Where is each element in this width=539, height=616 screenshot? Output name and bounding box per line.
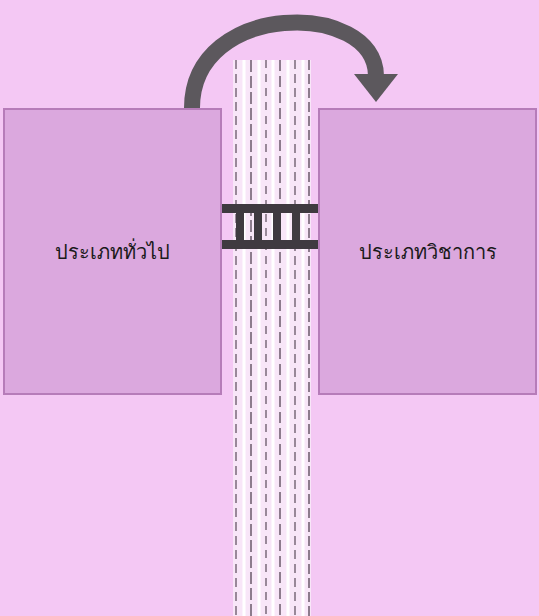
box-label: ประเภทวิชาการ <box>349 238 507 266</box>
curved-arrow <box>192 22 398 108</box>
vertical-stripes <box>233 60 311 616</box>
category-box: ประเภทวิชาการ <box>318 108 537 395</box>
category-box: ประเภททั่วไป <box>3 108 222 395</box>
box-label: ประเภททั่วไป <box>45 238 180 266</box>
bridge <box>220 204 320 249</box>
